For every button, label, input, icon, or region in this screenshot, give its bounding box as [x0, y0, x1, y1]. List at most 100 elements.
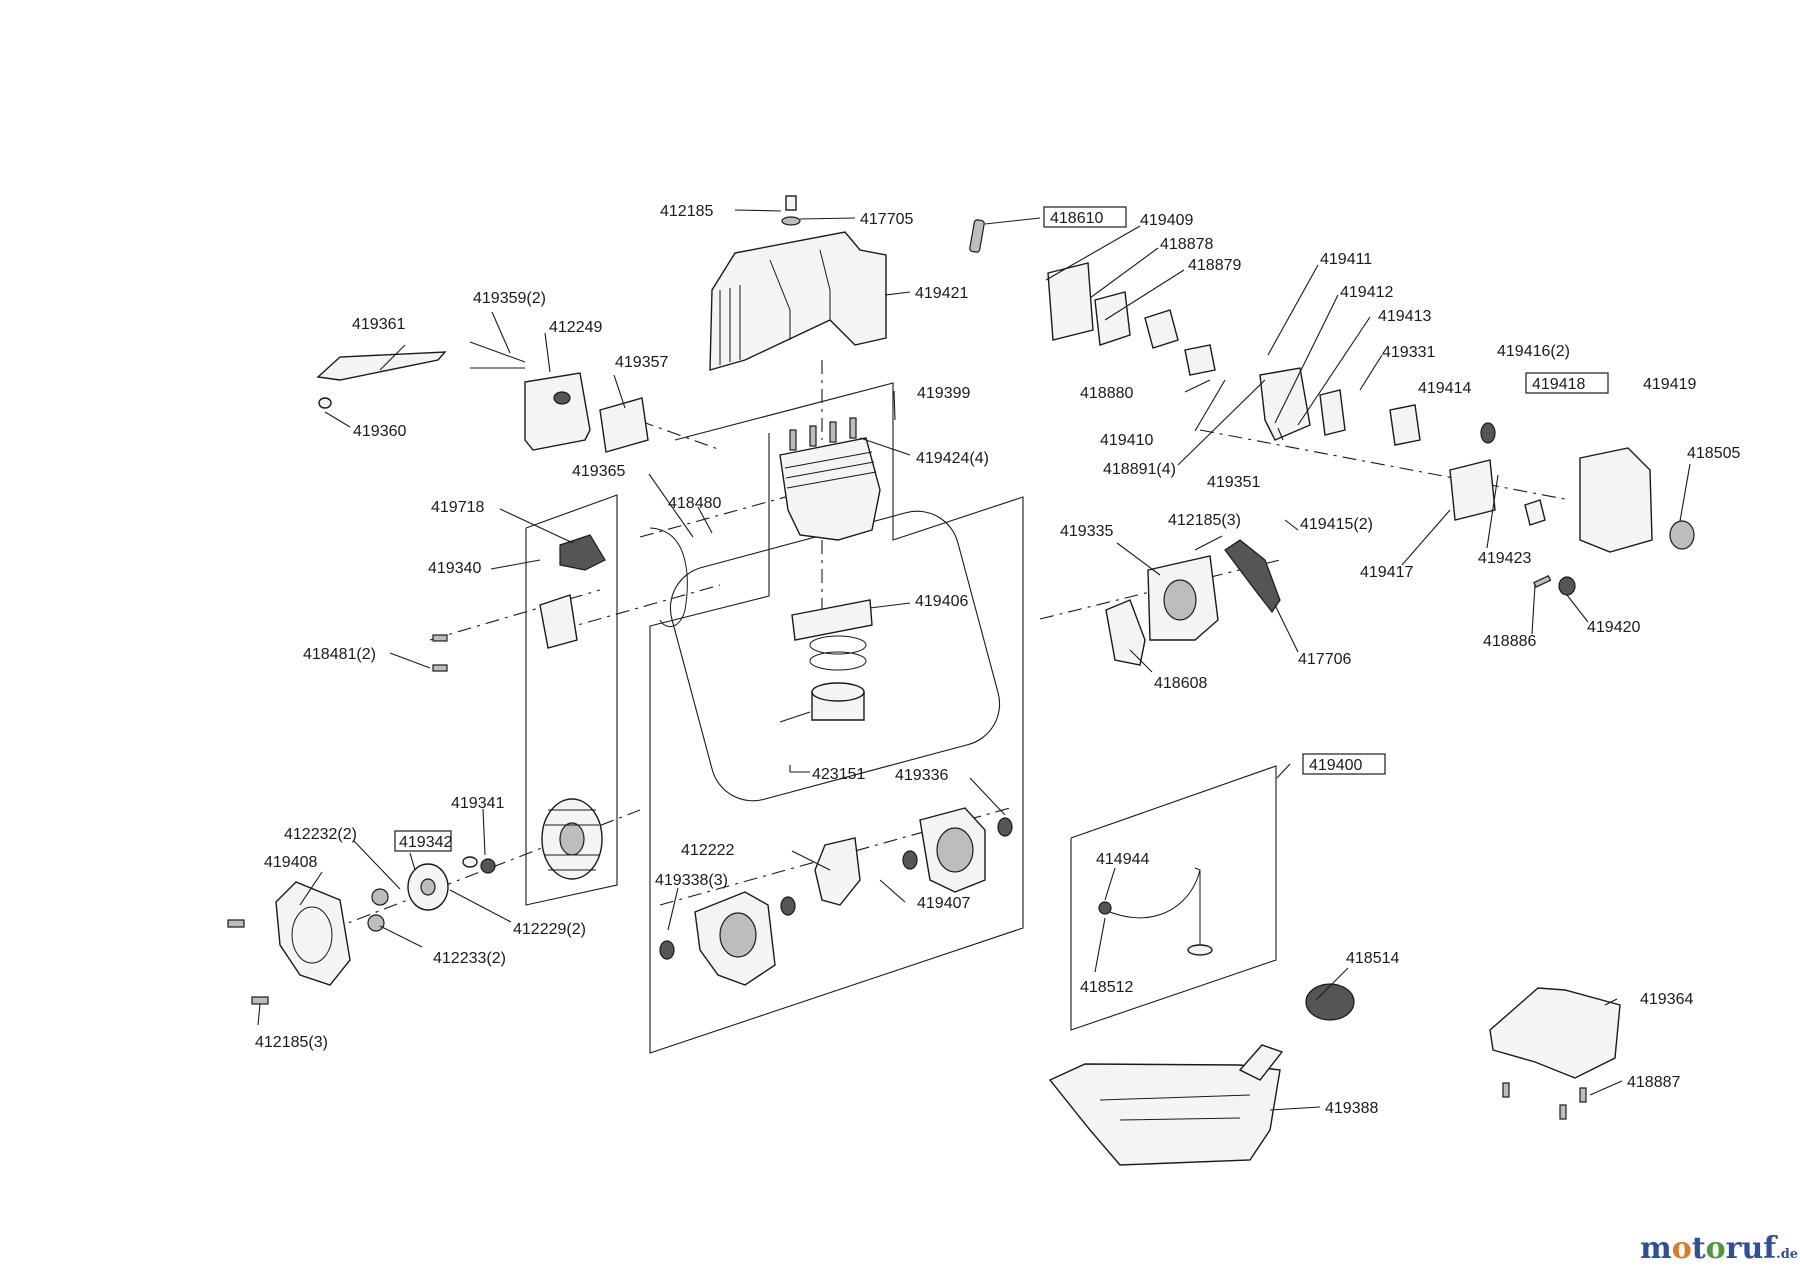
part-label-418880: 418880 [1080, 385, 1133, 402]
fan-housing [227, 881, 351, 1005]
part-label-419360: 419360 [353, 423, 406, 440]
part-label-418608: 418608 [1154, 675, 1207, 692]
part-label-418878: 418878 [1160, 236, 1213, 253]
starter-housing [1105, 539, 1281, 666]
frame-423151 [669, 510, 1001, 802]
part-label-419416: 419416(2) [1497, 343, 1570, 360]
part-label-418610: 418610 [1050, 210, 1103, 227]
muffler-bracket [316, 351, 447, 409]
part-label-419410: 419410 [1100, 432, 1153, 449]
part-label-419417: 419417 [1360, 564, 1413, 581]
part-label-412185-3b: 412185(3) [255, 1034, 328, 1051]
part-label-419331: 419331 [1382, 344, 1435, 361]
part-label-419340: 419340 [428, 560, 481, 577]
part-label-419388: 419388 [1325, 1100, 1378, 1117]
part-label-412232: 412232(2) [284, 826, 357, 843]
top-bolt [781, 195, 801, 226]
cylinder-gasket [791, 599, 873, 641]
part-label-418879: 418879 [1188, 257, 1241, 274]
part-label-419409: 419409 [1140, 212, 1193, 229]
crankshaft [780, 837, 918, 916]
svg-text:motoruf.de: motoruf.de [1640, 1231, 1798, 1266]
engine-cover [709, 231, 887, 371]
part-label-418886: 418886 [1483, 633, 1536, 650]
part-label-419399: 419399 [917, 385, 970, 402]
tank-bracket [1489, 987, 1621, 1120]
part-label-418481: 418481(2) [303, 646, 376, 663]
part-label-418505: 418505 [1687, 445, 1740, 462]
part-label-423151: 423151 [812, 766, 865, 783]
box-419342 [394, 830, 452, 852]
part-label-414944: 414944 [1096, 851, 1149, 868]
part-label-417705: 417705 [860, 211, 913, 228]
part-label-419415: 419415(2) [1300, 516, 1373, 533]
crankcase-left [659, 891, 776, 986]
part-label-419361: 419361 [352, 316, 405, 333]
fuel-tank [1048, 983, 1355, 1166]
part-label-412185: 412185 [660, 203, 713, 220]
part-label-419406: 419406 [915, 593, 968, 610]
part-label-417706: 417706 [1298, 651, 1351, 668]
frame-419399 [649, 382, 1024, 1054]
part-labels: 412185 417705 418610 419409 418878 41887… [255, 203, 1740, 1117]
part-label-412249: 412249 [549, 319, 602, 336]
part-label-412222: 412222 [681, 842, 734, 859]
part-label-419341: 419341 [451, 795, 504, 812]
part-label-419424: 419424(4) [916, 450, 989, 467]
part-label-419412: 419412 [1340, 284, 1393, 301]
carburetor-area [1047, 262, 1695, 596]
motoruf-logo: motoruf.de [1640, 1231, 1798, 1266]
part-label-419351: 419351 [1207, 474, 1260, 491]
part-label-419338: 419338(3) [655, 872, 728, 889]
cylinder [779, 417, 881, 541]
box-419418 [1525, 372, 1609, 394]
part-label-419408: 419408 [264, 854, 317, 871]
ignition-wire [649, 527, 688, 628]
crankcase-right [919, 807, 1013, 893]
frame-419340 [525, 494, 618, 906]
part-label-419359: 419359(2) [473, 290, 546, 307]
part-label-419407: 419407 [917, 895, 970, 912]
parts [227, 195, 1695, 1166]
box-418610 [1043, 206, 1127, 228]
part-label-418891: 418891(4) [1103, 461, 1176, 478]
leader-lines [257, 209, 1691, 1111]
part-label-419365: 419365 [572, 463, 625, 480]
part-label-412233: 412233(2) [433, 950, 506, 967]
part-label-419342: 419342 [399, 834, 452, 851]
part-label-419357: 419357 [615, 354, 668, 371]
part-label-419420: 419420 [1587, 619, 1640, 636]
part-label-419418: 419418 [1532, 376, 1585, 393]
part-label-419364: 419364 [1640, 991, 1693, 1008]
part-label-419411: 419411 [1320, 251, 1372, 268]
frame-419400 [1070, 765, 1277, 1031]
part-label-412185-3a: 412185(3) [1168, 512, 1241, 529]
part-label-419400: 419400 [1309, 757, 1362, 774]
part-label-419421: 419421 [915, 285, 968, 302]
clutch [367, 863, 449, 932]
part-label-419423: 419423 [1478, 550, 1531, 567]
part-label-419414: 419414 [1418, 380, 1471, 397]
part-label-419413: 419413 [1378, 308, 1431, 325]
piston-assembly [779, 635, 867, 723]
part-label-418514: 418514 [1346, 950, 1399, 967]
part-label-418480: 418480 [668, 495, 721, 512]
part-label-419419: 419419 [1643, 376, 1696, 393]
group-frames [525, 382, 1277, 1054]
muffler-gasket [599, 397, 649, 453]
label-boxes [394, 206, 1609, 852]
part-label-419335: 419335 [1060, 523, 1113, 540]
part-label-412229: 412229(2) [513, 921, 586, 938]
part-label-419718: 419718 [431, 499, 484, 516]
fuel-line [1098, 867, 1213, 956]
part-label-418887: 418887 [1627, 1074, 1680, 1091]
muffler [469, 341, 591, 451]
box-419400 [1302, 753, 1386, 775]
spark-plug [969, 219, 985, 253]
part-label-419336: 419336 [895, 767, 948, 784]
coil-screws [432, 634, 448, 672]
ignition-coil [539, 534, 606, 649]
flywheel [462, 798, 603, 880]
part-label-418512: 418512 [1080, 979, 1133, 996]
